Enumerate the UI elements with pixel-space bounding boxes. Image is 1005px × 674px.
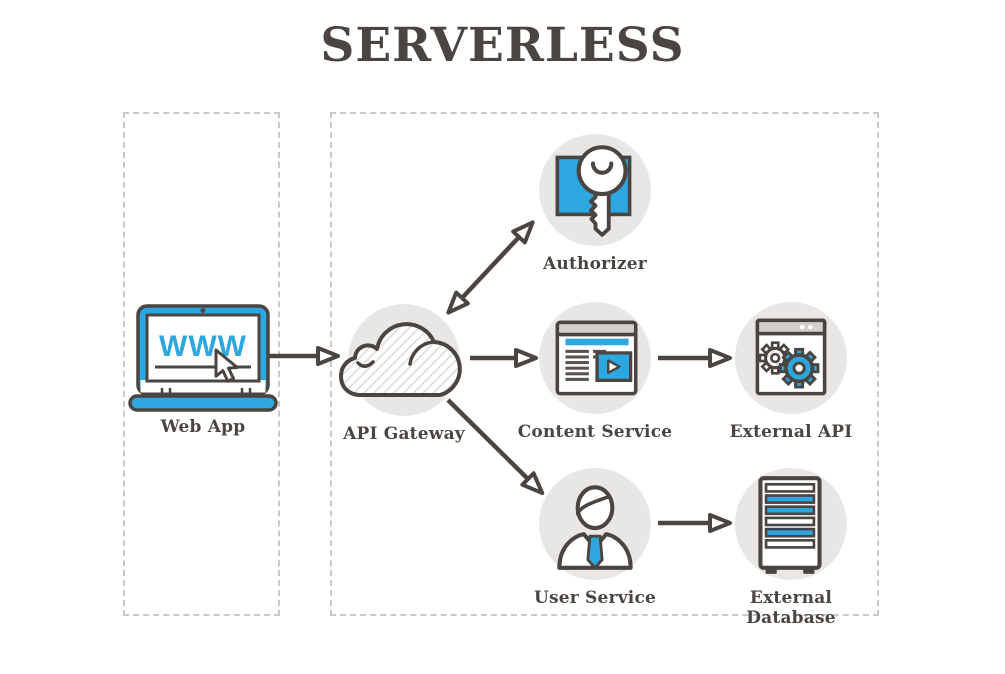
external-api-label: External API <box>729 422 853 442</box>
laptop-browser-icon: WWW <box>128 304 278 412</box>
authorizer-label: Authorizer <box>543 254 647 274</box>
www-text: WWW <box>159 330 247 363</box>
person-icon <box>557 485 633 570</box>
page-title: SERVERLESS <box>320 18 685 73</box>
user-service-label: User Service <box>533 588 657 608</box>
media-browser-icon <box>555 320 638 396</box>
external-database-label: External Database <box>746 588 836 628</box>
web-app-node: Web App <box>120 417 286 439</box>
server-tower-icon <box>758 476 822 574</box>
large-gear <box>778 347 820 389</box>
client-zone-box <box>123 112 280 616</box>
content-service-label: Content Service <box>517 422 673 442</box>
api-gateway-label: API Gateway <box>343 424 465 444</box>
cloud-icon <box>339 322 462 397</box>
web-app-label: Web App <box>160 417 246 437</box>
key-icon <box>555 145 632 237</box>
cursor-icon <box>214 348 239 383</box>
gears-browser-icon <box>755 318 827 396</box>
